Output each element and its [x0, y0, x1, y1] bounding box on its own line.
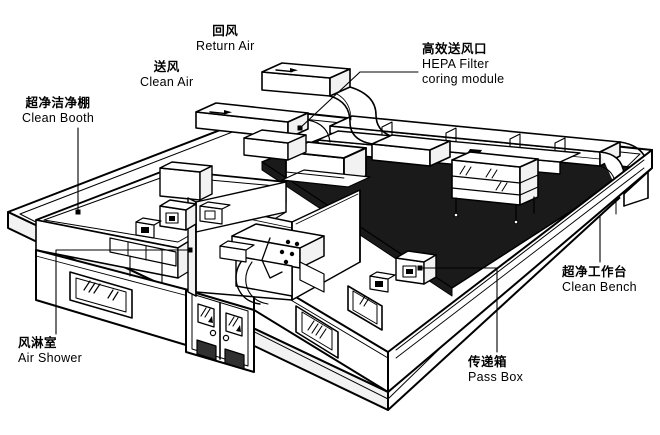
right-side-wall: [387, 149, 653, 393]
label-clean-booth-en: Clean Booth: [22, 111, 95, 125]
label-return-air-en: Return Air: [196, 39, 255, 53]
label-return-air-cn: 回风: [212, 24, 239, 38]
label-air-shower: 风淋室 Air Shower: [18, 336, 82, 366]
pass-box-window-2: [347, 285, 383, 331]
leader-lines: [55, 71, 601, 353]
label-clean-air: 送风 Clean Air: [140, 60, 193, 90]
clean-bench-unit: [451, 149, 539, 225]
label-pass-box-cn: 传递箱: [468, 355, 508, 369]
label-return-air: 回风 Return Air: [196, 24, 255, 54]
label-clean-bench: 超净工作台 Clean Bench: [562, 265, 637, 295]
label-clean-booth: 超净洁净棚 Clean Booth: [22, 96, 94, 126]
return-air-duct-assembly: [195, 62, 451, 167]
label-hepa-filter: 高效送风口 HEPA Filter coring module: [422, 42, 504, 87]
label-clean-booth-cn: 超净洁净棚: [25, 96, 91, 110]
label-air-shower-en: Air Shower: [18, 351, 83, 365]
label-hepa-filter-en2: coring module: [422, 72, 505, 86]
pass-box-window: [295, 305, 339, 359]
label-clean-air-cn: 送风: [153, 60, 180, 74]
wall-mounted-units: [135, 199, 437, 293]
ceiling-unit-mid: [219, 240, 255, 263]
ceiling-unit-back: [199, 201, 231, 225]
front-left-wall: [35, 249, 197, 349]
wall-unit-small-left: [135, 217, 162, 239]
label-hepa-filter-en: HEPA Filter: [422, 57, 489, 71]
booth-underside-shelving: [109, 237, 177, 283]
wall-unit-small-right: [369, 271, 396, 293]
wall-unit-right: [395, 250, 437, 285]
label-clean-bench-en: Clean Bench: [562, 280, 637, 294]
air-shower-doors: [185, 289, 255, 373]
label-hepa-filter-cn: 高效送风口: [422, 42, 488, 56]
label-pass-box: 传递箱 Pass Box: [468, 355, 523, 385]
wall-unit-left: [159, 199, 197, 231]
label-pass-box-en: Pass Box: [468, 370, 524, 384]
interior-workstation: [231, 223, 325, 305]
label-air-shower-cn: 风淋室: [18, 336, 58, 350]
label-clean-bench-cn: 超净工作台: [562, 265, 628, 279]
wall-window: [69, 271, 133, 319]
duct-transition-box: [243, 129, 307, 161]
front-right-wall: [253, 271, 389, 393]
label-clean-air-en: Clean Air: [140, 75, 194, 89]
